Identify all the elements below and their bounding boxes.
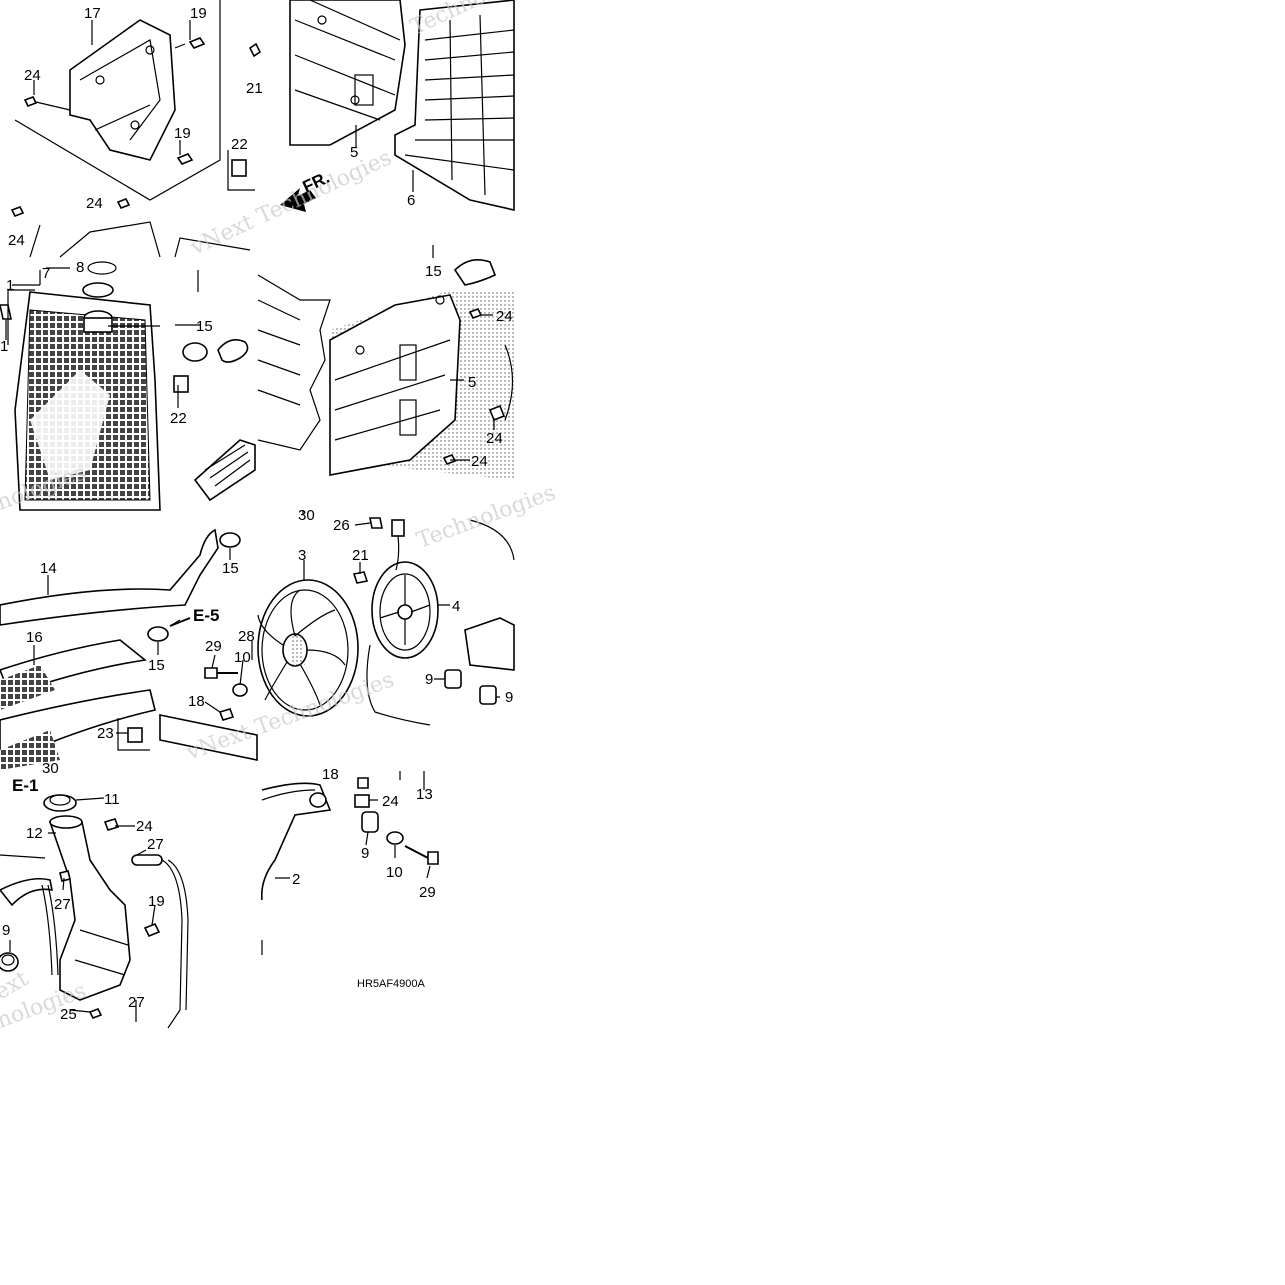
callout-29b: 29 [419,884,436,901]
tile-shroud-right [257,259,514,480]
callout-4: 4 [452,598,460,615]
callout-2: 2 [292,871,300,888]
callouts: 17 19 24 21 19 22 24 24 5 6 FR. 7 8 1 1 … [0,5,513,1023]
watermark-1: vNext Technologies [186,145,396,260]
callout-9a: 9 [425,671,433,688]
callout-9c: 9 [2,922,10,939]
callout-1a: 1 [6,277,14,294]
callout-28: 28 [238,628,255,645]
callout-27a: 27 [147,836,164,853]
callout-19b: 19 [174,125,191,142]
watermark-3: Technologies [414,480,559,553]
tile-fan-motor [257,517,515,726]
callout-30a: 30 [42,760,59,777]
callout-21c: 22 [170,410,187,427]
callout-24d: 24 [496,308,513,325]
tile-shroud-bracket [10,0,262,258]
callout-24c: 24 [8,232,25,249]
callout-17: 17 [84,5,101,22]
callout-24e: 24 [471,453,488,470]
diagram-code: HR5AF4900A [357,978,426,990]
callout-8: 8 [76,259,84,276]
callout-24f: 24 [136,818,153,835]
callout-9d: 9 [361,845,369,862]
callout-18b: 18 [322,766,339,783]
callout-15d: 15 [148,657,165,674]
ref-e5: E-5 [193,606,219,625]
callout-14: 14 [40,560,57,577]
callout-20: 21 [352,547,369,564]
callout-12: 12 [26,825,43,842]
callout-10b: 10 [386,864,403,881]
callout-16: 16 [26,629,43,646]
callout-15b: 15 [425,263,442,280]
callout-3: 3 [298,547,306,564]
callout-15a: 15 [196,318,213,335]
tile-radiator [0,261,256,511]
callout-7: 7 [42,265,50,282]
callout-11: 11 [104,791,120,808]
callout-21a: 21 [246,80,263,97]
callout-5a: 5 [350,144,358,161]
callout-19c: 19 [148,893,165,910]
callout-24a: 24 [24,67,41,84]
callout-1b: 1 [0,338,8,355]
callout-27b: 27 [128,994,145,1011]
callout-15c: 15 [222,560,239,577]
callout-9b: 9 [505,689,513,706]
tile-hoses [0,528,258,770]
callout-5b: 5 [468,374,476,391]
callout-19a: 19 [190,5,207,22]
callout-24b: 24 [86,195,103,212]
callout-29a: 29 [205,638,222,655]
callout-22a: 23 [97,725,114,742]
callout-23: 24 [486,430,503,447]
leader-lines [5,20,500,1022]
tile-motor-mount [260,771,439,955]
callout-10a: 10 [234,649,251,666]
callout-18a: 18 [188,693,205,710]
tile-reserve-tank [0,794,189,1029]
callout-6: 6 [407,192,415,209]
callout-13: 13 [416,786,433,803]
callout-25: 26 [333,517,350,534]
tile-shroud-grille [280,0,515,212]
ref-e1: E-1 [12,776,38,795]
callout-21b: 22 [231,136,248,153]
callout-30b: 30 [298,507,315,524]
callout-24g: 25 [60,1006,77,1023]
callout-22b: 24 [382,793,399,810]
callout-26: 27 [54,896,71,913]
